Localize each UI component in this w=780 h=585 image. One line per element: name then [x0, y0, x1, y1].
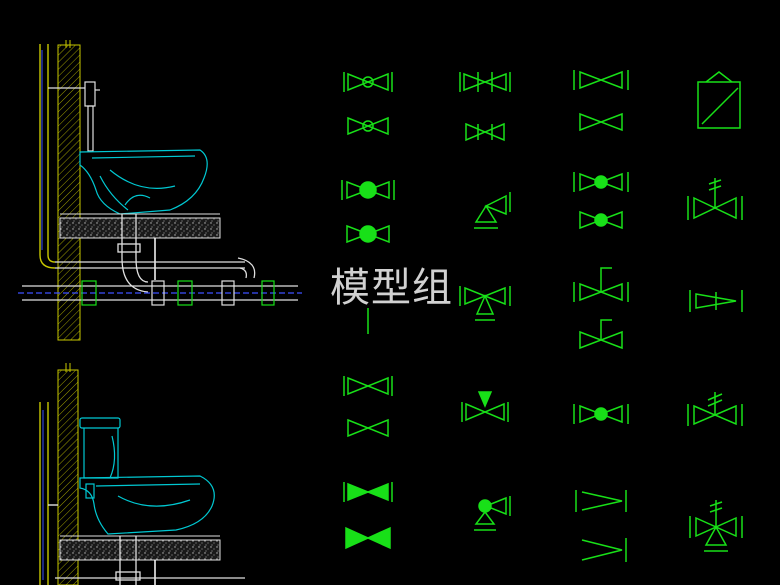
filled-gate-valve-symbol — [343, 482, 393, 550]
gate-valve-pair-symbol — [343, 376, 393, 438]
wall-upper — [57, 40, 81, 341]
valve-symbol-legend — [341, 70, 743, 562]
floor-slab-upper — [59, 213, 221, 239]
three-way-valve-symbol — [459, 286, 511, 321]
ball-gate-valve-symbol — [573, 172, 629, 230]
toilet-section-upper — [18, 40, 302, 341]
supply-pipe-upper — [48, 81, 100, 152]
angle-valve-symbol — [474, 192, 511, 229]
toilet-section-lower — [39, 363, 245, 585]
reducer-symbol — [575, 490, 627, 562]
check-valve-symbol — [689, 290, 743, 312]
safety-valve-symbol — [687, 392, 743, 426]
four-way-valve-symbol — [689, 500, 743, 552]
ball-valve-symbol — [341, 180, 395, 244]
globe-valve-stem-symbol — [573, 267, 629, 350]
wall-lower — [57, 363, 79, 585]
float-valve-symbol — [474, 496, 511, 531]
gate-valve-symbol — [573, 70, 629, 132]
drain-pipe-lower — [55, 536, 245, 585]
butterfly-valve-symbol — [343, 72, 393, 136]
watermark-text: 模型组 — [330, 265, 453, 311]
drain-pipe-upper — [55, 214, 256, 293]
toilet-cistern-lower — [79, 417, 121, 479]
fire-damper-box-symbol — [697, 71, 741, 129]
riser-pipe-lower — [39, 402, 58, 585]
solenoid-valve-symbol — [461, 391, 509, 422]
ball-check-valve-symbol — [573, 404, 629, 424]
diaphragm-valve-symbol — [687, 178, 743, 220]
floor-slab-lower — [59, 535, 221, 561]
horizontal-drain-upper — [18, 280, 302, 306]
riser-pipe-upper — [39, 44, 56, 269]
toilet-bowl-lower — [79, 475, 215, 535]
butterfly-valve-double-symbol — [459, 72, 511, 142]
toilet-bowl-upper — [79, 149, 208, 215]
